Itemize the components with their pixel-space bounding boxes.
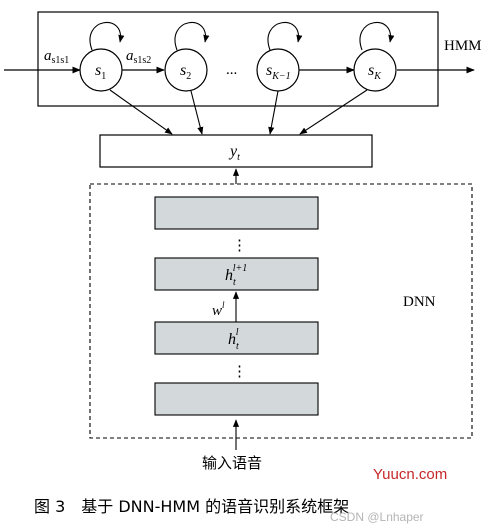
self-loop-sk1 [267, 21, 303, 51]
output-label: yt [228, 143, 240, 163]
self-loop-sk [359, 21, 395, 51]
layer-hl-label: htl [228, 327, 239, 352]
arrow-s1-yt [109, 89, 173, 135]
dnn-layer-hl [154, 321, 319, 355]
state-sk [353, 48, 397, 92]
self-loop-s2 [174, 21, 210, 51]
dnn-layer-top [154, 196, 319, 230]
dnn-layer-bottom [154, 382, 319, 416]
dnn-label: DNN [403, 294, 436, 310]
site-watermark: Yuucn.com [373, 466, 447, 483]
arrow-sk-yt [299, 89, 368, 135]
csdn-watermark: CSDN @Lnhaper [330, 510, 424, 524]
hmm-box [37, 11, 439, 107]
hmm-label: HMM [444, 38, 482, 54]
self-loop-s1 [89, 21, 125, 51]
dnn-layer-hl1 [154, 257, 319, 291]
state-s1 [79, 48, 123, 92]
state-sk-label: sK [368, 62, 382, 82]
dnn-box [89, 183, 473, 439]
state-s2-label: s2 [180, 62, 191, 82]
dnn-ellipsis-bottom: ⋮ [232, 364, 247, 380]
state-sk1-label: sK−1 [266, 62, 291, 82]
weight-label: wl [212, 300, 225, 319]
dnn-ellipsis-top: ⋮ [232, 238, 247, 254]
hmm-ellipsis: ... [226, 62, 237, 78]
layer-hl1-label: htl+1 [225, 263, 247, 288]
arrow-sk1-yt [268, 90, 279, 135]
state-s2 [164, 48, 208, 92]
arrow-s2-yt [190, 90, 204, 135]
state-sk1 [256, 48, 300, 92]
input-label: 输入语音 [202, 454, 262, 472]
output-box [99, 134, 373, 168]
transition-a-s1s1: as1s1 [44, 48, 69, 66]
transition-a-s1s2: as1s2 [126, 48, 151, 66]
state-s1-label: s1 [95, 62, 106, 82]
figure-caption: 图 3 基于 DNN-HMM 的语音识别系统框架 [34, 497, 349, 516]
